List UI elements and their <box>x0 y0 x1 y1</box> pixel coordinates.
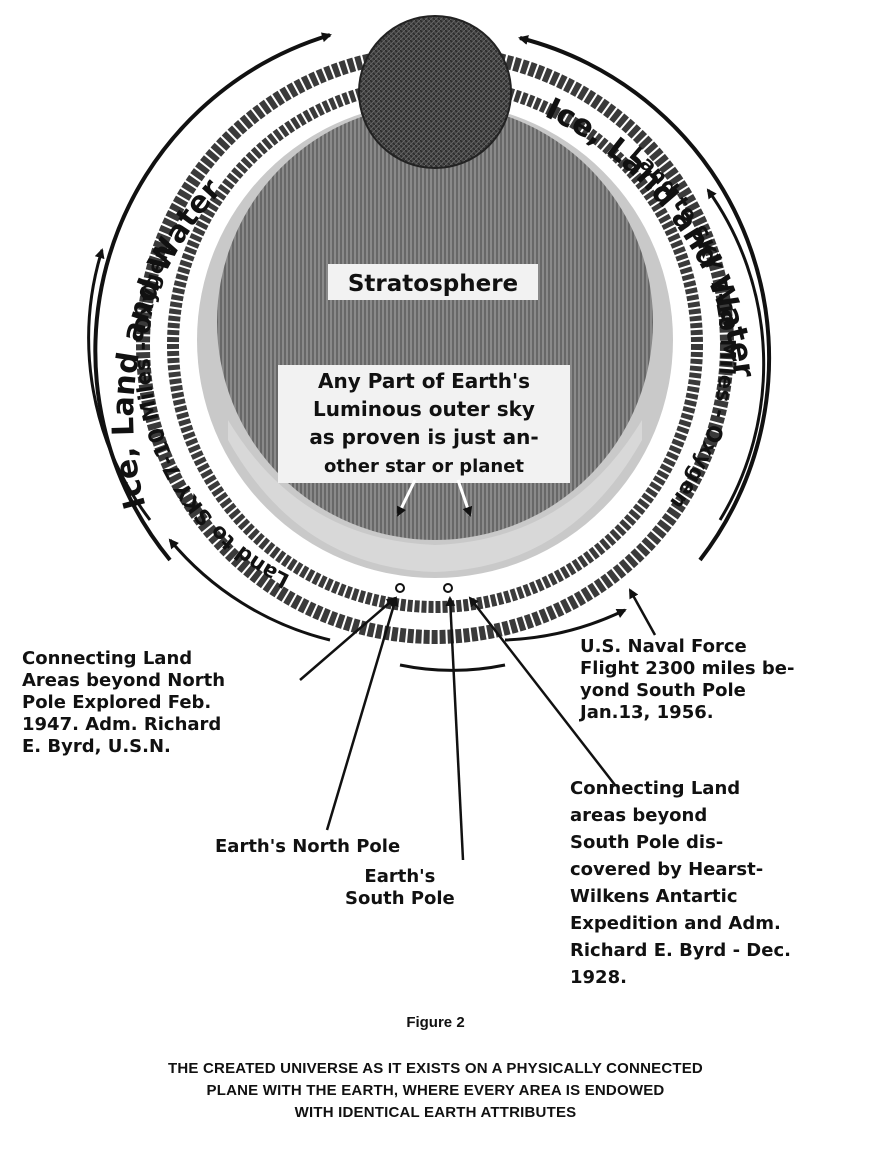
pointer-naval-note <box>630 590 655 635</box>
north-pole-marker <box>396 584 404 592</box>
north-pole-label: Earth's North Pole <box>215 836 400 858</box>
center-text-line: other star or planet <box>324 456 524 477</box>
naval-flight-note: U.S. Naval Force Flight 2300 miles be- y… <box>580 636 794 724</box>
center-text-line: Luminous outer sky <box>313 397 535 421</box>
center-text-line: Any Part of Earth's <box>318 369 530 393</box>
south-pole-label: Earth's South Pole <box>345 866 455 910</box>
pointer-north-note <box>300 598 395 680</box>
figure-label: Figure 2 <box>0 1014 871 1031</box>
planet-sphere <box>359 16 511 168</box>
south-pole-marker <box>444 584 452 592</box>
south-exploration-note: Connecting Land areas beyond South Pole … <box>570 775 791 991</box>
figure-caption: THE CREATED UNIVERSE AS IT EXISTS ON A P… <box>0 1058 871 1124</box>
stratosphere-label: Stratosphere <box>348 271 518 297</box>
center-text-line: as proven is just an- <box>309 425 538 449</box>
north-exploration-note: Connecting Land Areas beyond North Pole … <box>22 648 225 758</box>
